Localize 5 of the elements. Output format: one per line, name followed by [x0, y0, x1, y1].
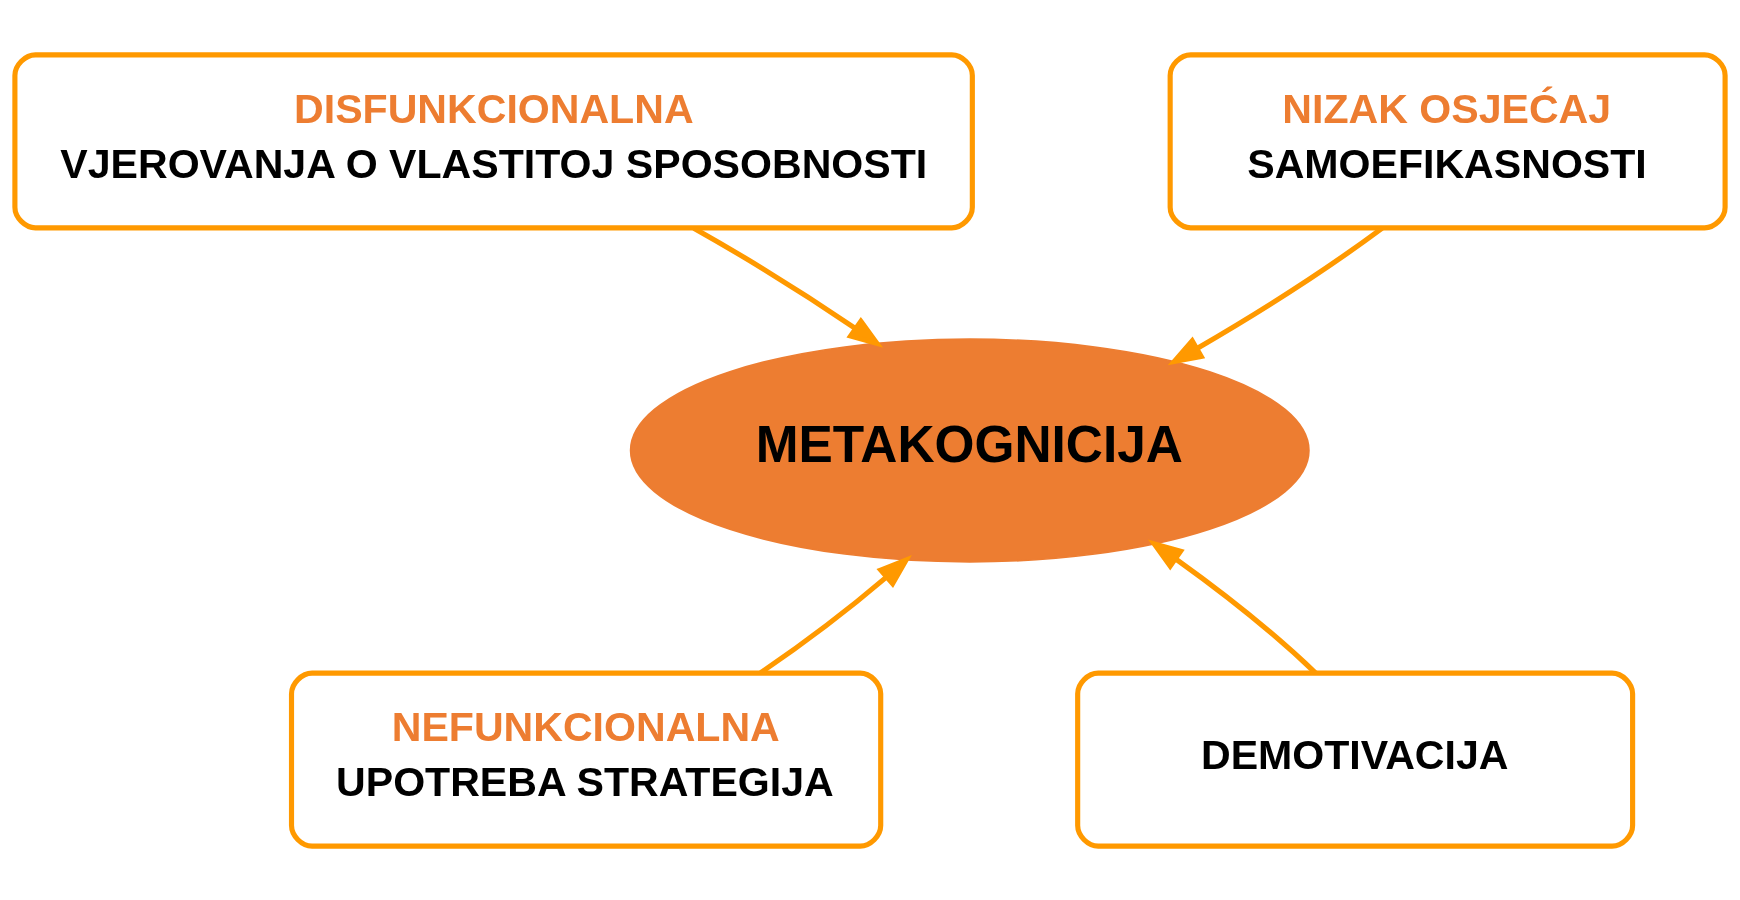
node-box: DEMOTIVACIJA — [1075, 670, 1636, 849]
arrow — [692, 225, 884, 348]
node-box: NEFUNKCIONALNA UPOTREBA STRATEGIJA — [288, 670, 884, 849]
node-box: NIZAK OSJEĆAJ SAMOEFIKASNOSTI — [1167, 51, 1728, 230]
node-box: DISFUNKCIONALNA VJEROVANJA O VLASTITOJ SPOSOBNOSTI — [12, 51, 975, 230]
